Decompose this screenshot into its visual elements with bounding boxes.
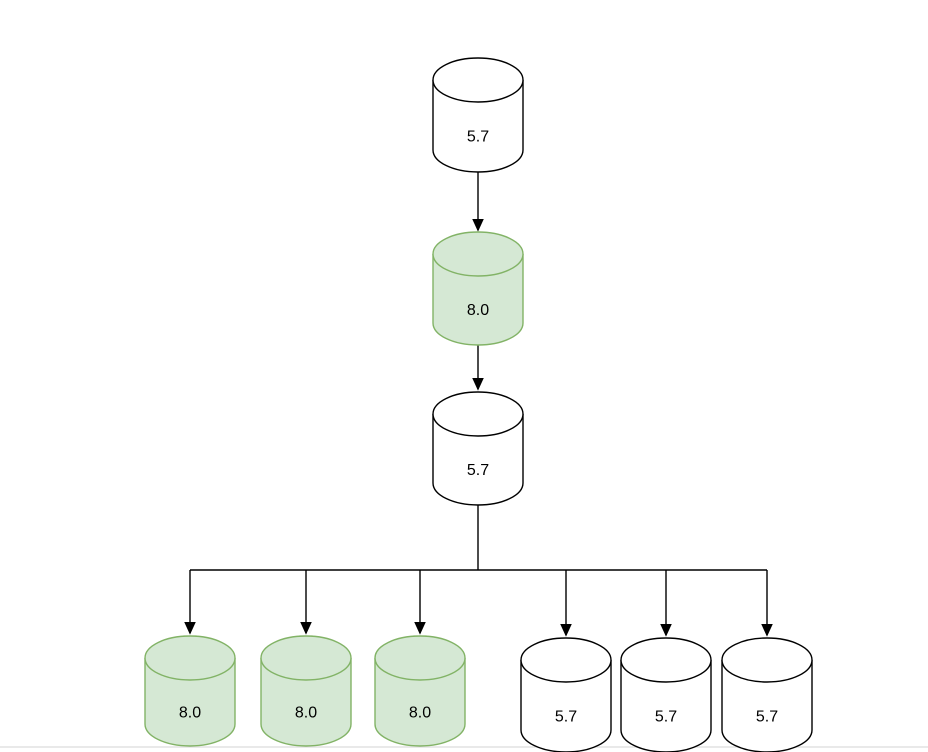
cylinder-body xyxy=(432,254,524,346)
db-cylinder-leaf-3[interactable]: 8.0 xyxy=(374,635,466,747)
cylinder-top xyxy=(432,391,524,437)
version-label: 8.0 xyxy=(467,302,489,319)
cylinder-body xyxy=(374,658,466,747)
cylinder-top xyxy=(620,637,712,683)
db-cylinder-mid[interactable]: 8.0 xyxy=(432,231,524,346)
cylinder-body xyxy=(721,660,813,752)
version-label: 8.0 xyxy=(409,705,431,722)
cylinder-body xyxy=(620,660,712,752)
version-label: 5.7 xyxy=(467,129,489,146)
version-label: 5.7 xyxy=(467,462,489,479)
cylinder-body xyxy=(432,80,524,173)
cylinder-top xyxy=(260,635,352,681)
cylinder-top xyxy=(721,637,813,683)
db-cylinder-leaf-5[interactable]: 5.7 xyxy=(620,637,712,752)
cylinder-body xyxy=(260,658,352,747)
version-label: 5.7 xyxy=(655,709,677,726)
db-cylinder-leaf-6[interactable]: 5.7 xyxy=(721,637,813,752)
db-cylinder-leaf-2[interactable]: 8.0 xyxy=(260,635,352,747)
db-cylinder-leaf-4[interactable]: 5.7 xyxy=(520,637,612,752)
version-label: 5.7 xyxy=(756,709,778,726)
cylinder-top xyxy=(432,57,524,103)
cylinder-body xyxy=(144,658,236,747)
version-label: 8.0 xyxy=(179,705,201,722)
db-cylinder-leaf-1[interactable]: 8.0 xyxy=(144,635,236,747)
cylinder-top xyxy=(374,635,466,681)
version-label: 5.7 xyxy=(555,709,577,726)
db-cylinder-lower[interactable]: 5.7 xyxy=(432,391,524,506)
cylinder-body xyxy=(520,660,612,752)
cylinder-top xyxy=(432,231,524,277)
cylinder-top xyxy=(144,635,236,681)
cylinder-body xyxy=(432,414,524,506)
db-cylinder-root[interactable]: 5.7 xyxy=(432,57,524,173)
cylinder-top xyxy=(520,637,612,683)
version-label: 8.0 xyxy=(295,705,317,722)
